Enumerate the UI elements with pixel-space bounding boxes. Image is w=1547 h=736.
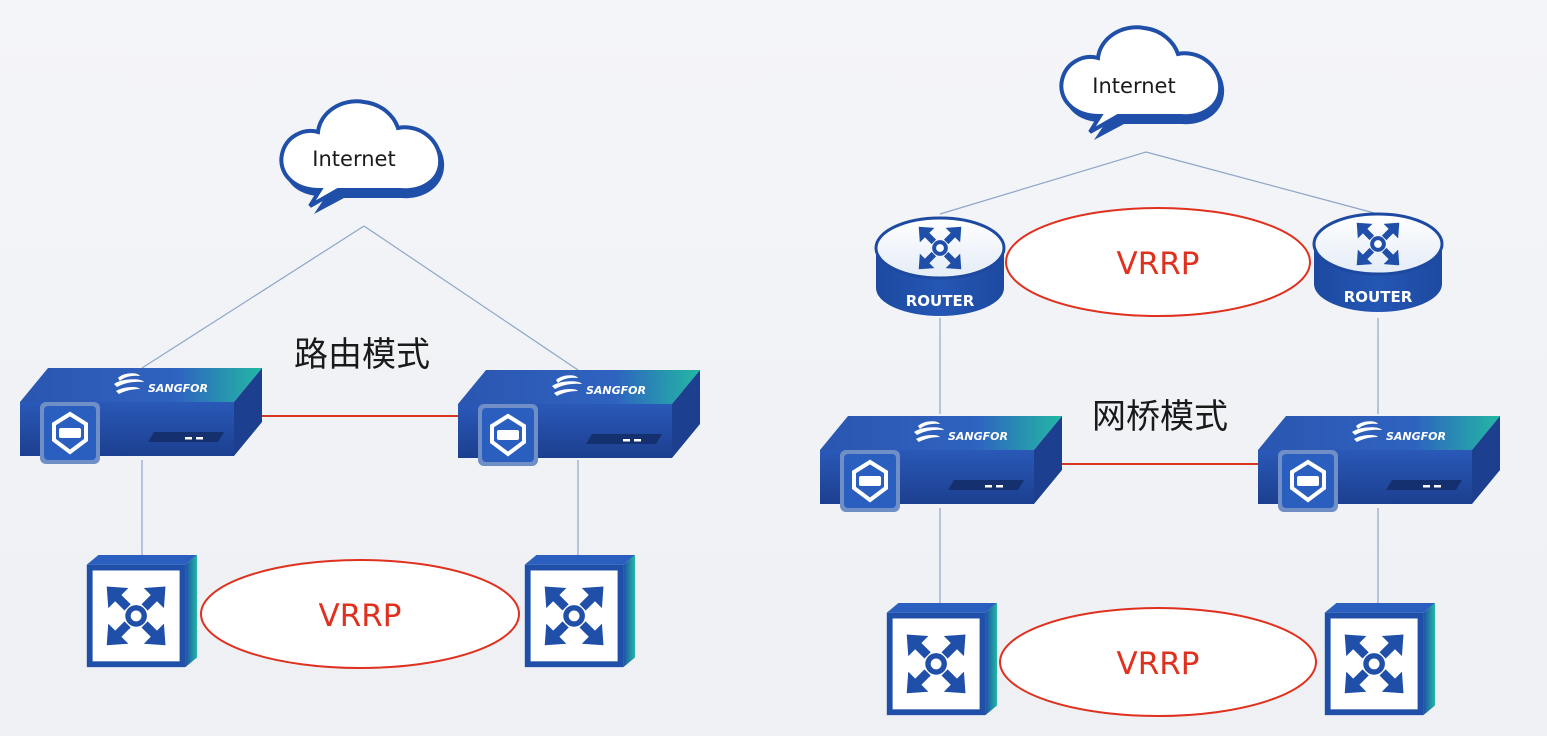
firewall-right-1: SANGFOR	[820, 414, 1062, 512]
bridge-mode-title: 网桥模式	[1092, 397, 1228, 437]
core-switch-icon	[525, 555, 635, 667]
brand-label: SANGFOR	[148, 382, 208, 395]
core-switch-icon	[87, 555, 197, 667]
route-mode-diagram: Internet 路由模式 SANGFOR SANGFOR VRRP	[20, 99, 700, 669]
router-right-2: ROUTER	[1314, 214, 1442, 312]
sangfor-firewall-icon	[20, 366, 262, 464]
brand-label: SANGFOR	[948, 430, 1008, 443]
internet-label: Internet	[1092, 74, 1175, 98]
vrrp-group-switches: VRRP	[999, 607, 1317, 717]
vrrp-group-left: VRRP	[200, 559, 520, 669]
internet-label: Internet	[312, 147, 395, 171]
vrrp-label: VRRP	[1117, 246, 1200, 282]
vrrp-label: VRRP	[1117, 646, 1200, 682]
firewall-left-1: SANGFOR	[20, 366, 262, 464]
route-mode-title: 路由模式	[294, 335, 430, 375]
vrrp-group-routers: VRRP	[1005, 207, 1311, 317]
router-right-1: ROUTER	[876, 218, 1004, 316]
sangfor-firewall-icon	[820, 414, 1062, 512]
router-label: ROUTER	[1344, 288, 1413, 306]
sangfor-firewall-icon	[458, 368, 700, 466]
firewall-left-2: SANGFOR	[458, 368, 700, 466]
bridge-mode-diagram: Internet ROUTER ROUTER VRRP 网桥模式 SANGFOR…	[820, 25, 1500, 717]
vrrp-label: VRRP	[319, 598, 402, 634]
router-label: ROUTER	[906, 292, 975, 310]
firewall-right-2: SANGFOR	[1258, 414, 1500, 512]
core-switch-icon	[887, 603, 997, 715]
brand-label: SANGFOR	[586, 384, 646, 397]
route-mode-links	[141, 225, 579, 556]
internet-cloud-right: Internet	[1059, 25, 1227, 142]
sangfor-firewall-icon	[1258, 414, 1500, 512]
core-switch-icon	[1325, 603, 1435, 715]
bridge-mode-links	[939, 151, 1379, 604]
internet-cloud-left: Internet	[279, 99, 447, 216]
brand-label: SANGFOR	[1386, 430, 1446, 443]
